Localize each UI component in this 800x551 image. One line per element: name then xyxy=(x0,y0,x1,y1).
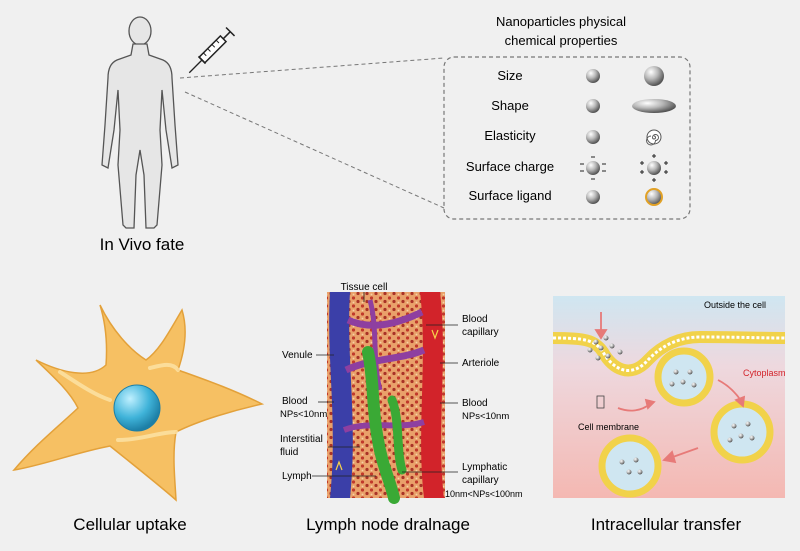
property-size: Size xyxy=(497,68,522,83)
np-ellipse-icon xyxy=(632,99,676,113)
properties-title-line2: chemical properties xyxy=(505,33,618,48)
label-interstitial-1: Interstitial xyxy=(280,434,323,445)
human-body-icon xyxy=(101,16,179,229)
cell-icon xyxy=(12,304,265,502)
label-blood-capillary-1: Blood xyxy=(462,314,488,325)
connector-bottom xyxy=(184,91,445,209)
in-vivo-caption: In Vivo fate xyxy=(100,235,185,254)
connector-top xyxy=(179,57,445,79)
label-venule: Venule xyxy=(282,350,313,361)
label-cytoplasm: Cytoplasm xyxy=(743,368,786,378)
np-ligand-icon xyxy=(645,188,663,206)
label-arteriole: Arteriole xyxy=(462,358,500,369)
label-lymphatic-capillary-1: Lymphatic xyxy=(462,462,507,473)
label-cell-membrane: Cell membrane xyxy=(578,422,639,432)
property-surface-ligand: Surface ligand xyxy=(468,188,551,203)
nucleus-icon xyxy=(113,384,161,432)
label-lymph-range: 10nm<NPs<100nm xyxy=(445,489,523,499)
label-blood-left: Blood xyxy=(282,396,308,407)
lymph-diagram xyxy=(327,292,445,504)
label-interstitial-2: fluid xyxy=(280,447,298,458)
positive-charge-icon xyxy=(640,154,668,182)
intracellular-diagram xyxy=(552,296,786,498)
intracellular-caption: Intracellular transfer xyxy=(591,515,742,534)
label-tissue-cell: Tissue cell xyxy=(341,282,388,293)
np-rigid-icon xyxy=(586,130,600,144)
np-sphere-icon xyxy=(586,99,600,113)
np-bare-icon xyxy=(586,190,600,204)
label-blood-right: Blood xyxy=(462,398,488,409)
label-np-right: NPs<10nm xyxy=(462,411,509,422)
label-np-left: NPs<10nm xyxy=(280,409,327,420)
label-blood-capillary-2: capillary xyxy=(462,327,499,338)
property-shape: Shape xyxy=(491,98,529,113)
np-large-icon xyxy=(644,66,664,86)
properties-title-line1: Nanoparticles physical xyxy=(496,14,626,29)
syringe-icon xyxy=(188,26,236,74)
np-small-icon xyxy=(586,69,600,83)
cellular-uptake-caption: Cellular uptake xyxy=(73,515,186,534)
negative-charge-icon xyxy=(580,156,606,180)
label-outside-cell: Outside the cell xyxy=(704,300,766,310)
lymph-caption: Lymph node dralnage xyxy=(306,515,470,534)
property-elasticity: Elasticity xyxy=(484,128,536,143)
property-surface-charge: Surface charge xyxy=(466,159,554,174)
properties-box xyxy=(443,56,691,220)
label-lymphatic-capillary-2: capillary xyxy=(462,475,499,486)
spiral-icon xyxy=(646,129,662,146)
label-lymph: Lymph xyxy=(282,471,312,482)
